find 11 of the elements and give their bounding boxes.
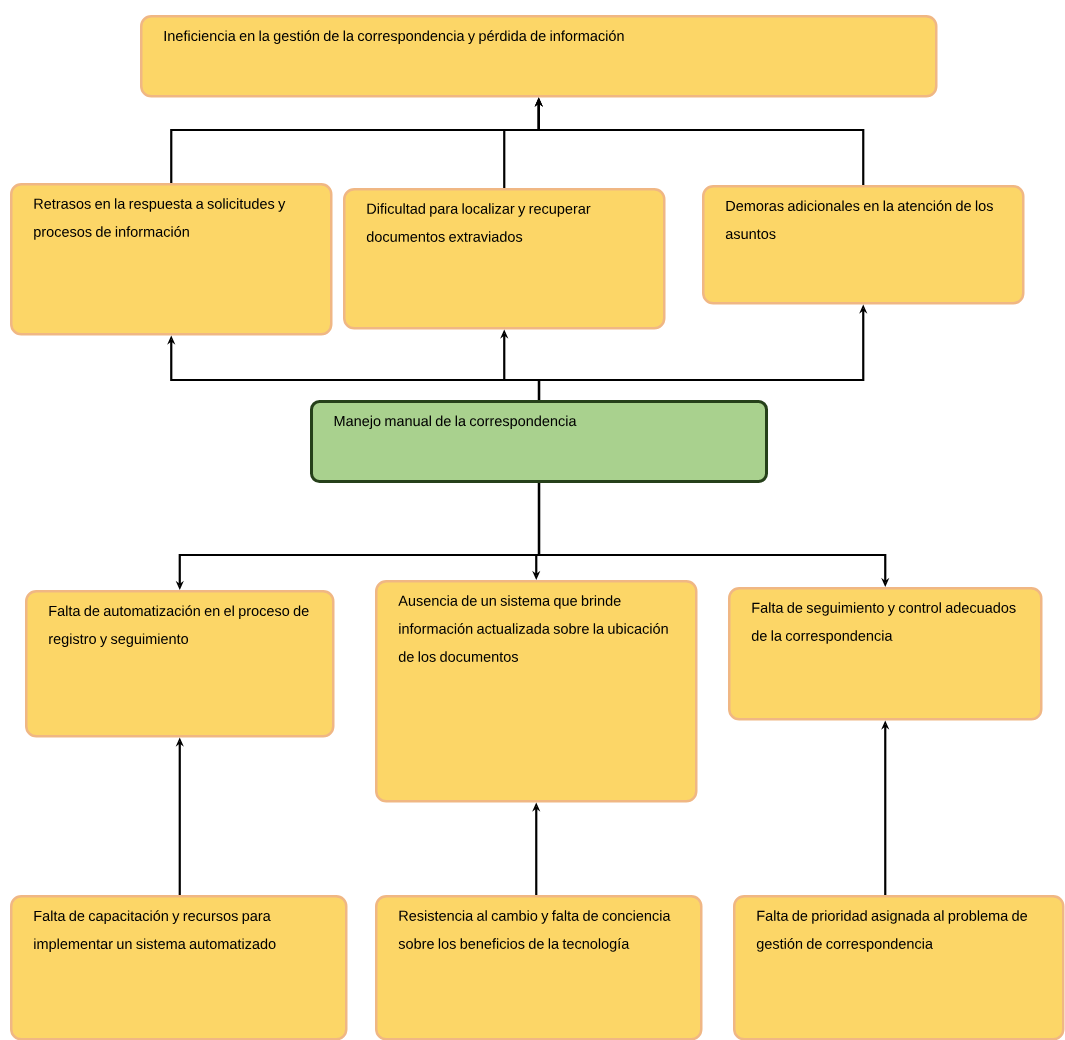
- cause-box: Falta de prioridad asignada al problema de gestión de correspondencia: [733, 895, 1065, 1040]
- effect-box: Ineficiencia en la gestión de la correspondencia y pérdida de información: [140, 15, 938, 98]
- effect-box: Demoras adicionales en la atención de los asuntos: [702, 185, 1025, 305]
- problem-box: Manejo manual de la correspondencia: [310, 400, 768, 483]
- cause-box: Falta de automatización en el proceso de registro y seguimiento: [25, 590, 335, 738]
- cause-box: Falta de seguimiento y control adecuados de la correspondencia: [728, 587, 1043, 721]
- effect-box: Retrasos en la respuesta a solicitudes y procesos de información: [10, 183, 333, 336]
- cause-box: Falta de capacitación y recursos para implementar un sistema automatizado: [10, 895, 348, 1040]
- cause-box: Resistencia al cambio y falta de conciencia sobre los beneficios de la tecnología: [375, 895, 703, 1040]
- cause-box: Ausencia de un sistema que brinde información actualizada sobre la ubicación de los documentos: [375, 580, 698, 803]
- effect-box: Dificultad para localizar y recuperar documentos extraviados: [343, 188, 666, 330]
